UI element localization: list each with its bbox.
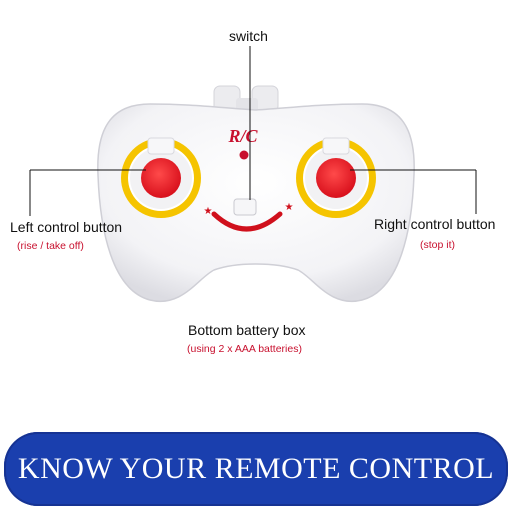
center-switch-graphic <box>233 198 257 216</box>
banner-title: KNOW YOUR REMOTE CONTROL <box>17 452 495 485</box>
rc-logo: R/C <box>227 126 258 146</box>
left-control-button-note: (rise / take off) <box>17 240 84 252</box>
leader-lines <box>29 46 477 216</box>
battery-box-label: Bottom battery box <box>188 322 306 338</box>
power-led <box>239 150 249 160</box>
svg-text:★: ★ <box>285 202 294 213</box>
smile-decoration: ★ ★ <box>204 202 294 232</box>
title-banner: KNOW YOUR REMOTE CONTROL <box>4 432 508 506</box>
top-switch-tabs <box>213 85 279 113</box>
battery-box-note: (using 2 x AAA batteries) <box>187 343 302 355</box>
svg-text:★: ★ <box>204 206 213 217</box>
left-control-button-graphic <box>121 137 201 218</box>
left-control-button-label: Left control button <box>10 219 123 235</box>
right-control-button-graphic <box>296 137 376 218</box>
right-control-button-label: Right control button <box>374 216 496 232</box>
right-control-button-note: (stop it) <box>420 239 456 251</box>
switch-label: switch <box>229 28 268 44</box>
